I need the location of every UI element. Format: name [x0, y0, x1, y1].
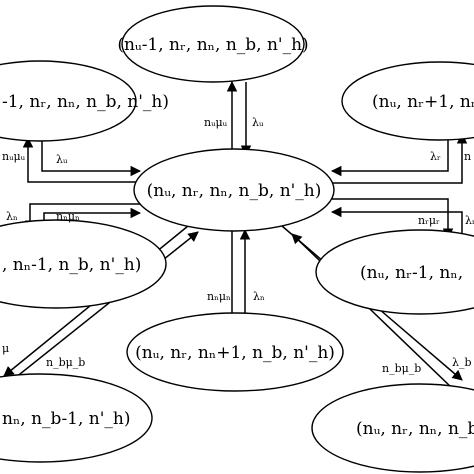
edge-center-to-upper-right [330, 132, 468, 184]
rate-lower-left-in: μ [2, 342, 9, 355]
state-bottom: (nᵤ, nᵣ, nₙ+1, n_b, n'_h) [126, 312, 344, 392]
rate-lower-right-in: λ_b [452, 356, 472, 369]
state-lower-right: (nᵤ, nᵣ, nₙ, n_b + [311, 383, 474, 473]
rate-mid-right-in: λᵣ [465, 214, 474, 227]
state-center: (nᵤ, nᵣ, nₙ, n_b, n'_h) [133, 148, 335, 232]
rate-upper-right-out: n [464, 150, 471, 163]
rate-bottom-out: nₙμₙ [207, 290, 231, 303]
rate-upper-left-in: λᵤ [56, 153, 68, 166]
edge-upper-left-to-center [41, 141, 142, 177]
state-mid-right: (nᵤ, nᵣ-1, nₙ, [315, 229, 474, 315]
edge-lower-right-to-center [291, 233, 453, 389]
rate-bottom-in: λₙ [253, 290, 265, 303]
edge-mid-left-to-center [43, 207, 142, 220]
state-lower-left-label: nₙ, n_b-1, n'_h) [2, 409, 131, 429]
state-upper-right-label: (nᵤ, nᵣ+1, nₙ, [372, 92, 474, 112]
rate-upper-right-in: λᵣ [430, 150, 441, 163]
state-top-label: (nᵤ-1, nᵣ, nₙ, n_b, n'_h) [117, 35, 308, 55]
rate-lower-left-out: n_bμ_b [46, 356, 85, 369]
state-upper-left: -1, nᵣ, nₙ, n_b, n'_h) [0, 60, 169, 142]
rate-mid-left-in: λₙ [6, 210, 18, 223]
rate-mid-right-out: nᵣμᵣ [418, 214, 440, 227]
state-top: (nᵤ-1, nᵣ, nₙ, n_b, n'_h) [117, 5, 309, 83]
edge-upper-right-to-center [330, 134, 449, 177]
state-upper-left-label: -1, nᵣ, nₙ, n_b, n'_h) [2, 92, 169, 112]
rate-upper-left-out: nᵤμᵤ [2, 150, 26, 163]
edge-mid-right-to-center [330, 206, 463, 238]
state-mid-right-label: (nᵤ, nᵣ-1, nₙ, [360, 263, 463, 283]
rate-lower-right-out: n_bμ_b [382, 362, 421, 375]
rate-mid-left-out: nₙμₙ [56, 210, 80, 223]
state-lower-right-label: (nᵤ, nᵣ, nₙ, n_b + [356, 419, 474, 439]
rate-top-out: nᵤμᵤ [204, 116, 228, 129]
state-lower-left: nₙ, n_b-1, n'_h) [0, 373, 153, 463]
state-bottom-label: (nᵤ, nᵣ, nₙ+1, n_b, n'_h) [135, 343, 335, 363]
edge-center-to-mid-right [332, 198, 454, 240]
edge-lower-left-to-center [9, 231, 199, 383]
state-center-label: (nᵤ, nᵣ, nₙ, n_b, n'_h) [147, 181, 322, 201]
state-mid-left-label: , nₙ-1, n_b, n'_h) [2, 255, 141, 275]
state-mid-left: , nₙ-1, n_b, n'_h) [0, 219, 167, 309]
rate-labels: nᵤμᵤ λᵤ nᵤμᵤ λᵤ λᵣ n λₙ nₙμₙ nᵣμᵣ λᵣ nₙμ… [2, 116, 474, 375]
edge-center-to-upper-left [22, 136, 140, 183]
rate-top-in: λᵤ [252, 116, 264, 129]
state-upper-right: (nᵤ, nᵣ+1, nₙ, [341, 61, 474, 141]
